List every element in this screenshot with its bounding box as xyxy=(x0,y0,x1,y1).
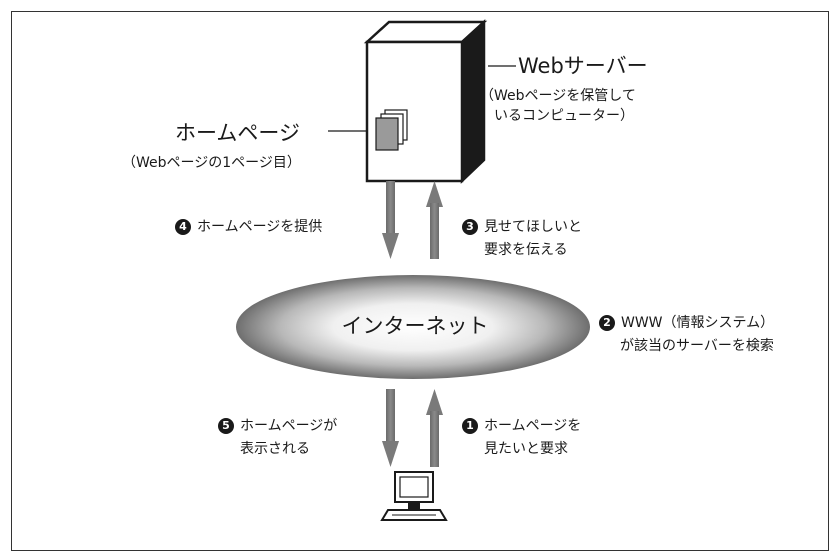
pages-icon xyxy=(375,109,408,151)
server-title: Webサーバー xyxy=(518,54,648,78)
homepage-desc: （Webページの1ページ目） xyxy=(122,155,301,171)
step-3-number: 3 xyxy=(462,219,478,235)
homepage-title: ホームページ xyxy=(175,121,300,145)
arrow-down-lower xyxy=(382,389,399,467)
internet-label: インターネット xyxy=(341,314,489,338)
arrow-up-upper xyxy=(426,181,443,259)
step-1-label: 1 ホームページを xyxy=(462,416,581,436)
diagram-art xyxy=(236,19,590,521)
arrow-down-upper xyxy=(382,181,399,259)
step-5-text-line2: 表示される xyxy=(240,441,310,457)
step-2-label: 2 WWW（情報システム） xyxy=(599,313,774,333)
server-desc-line1: （Webページを保管して xyxy=(480,88,636,104)
step-4-number: 4 xyxy=(175,219,191,235)
computer-icon xyxy=(380,471,448,521)
step-5-text-line1: ホームページが xyxy=(240,418,338,434)
step-4-label: 4 ホームページを提供 xyxy=(175,217,322,237)
step-3-label: 3 見せてほしいと xyxy=(462,217,582,237)
step-1-text-line2: 見たいと要求 xyxy=(484,441,568,457)
server-icon xyxy=(363,19,488,184)
step-3-text-line2: 要求を伝える xyxy=(484,242,568,258)
step-5-number: 5 xyxy=(218,418,234,434)
step-2-text-line1: WWW（情報システム） xyxy=(621,315,775,331)
step-3-text-line1: 見せてほしいと xyxy=(484,219,582,235)
server-desc-line2: いるコンピューター） xyxy=(494,108,634,124)
step-5-label: 5 ホームページが xyxy=(218,416,337,436)
internet-cloud xyxy=(236,275,590,379)
arrow-up-lower xyxy=(426,389,443,467)
step-4-text: ホームページを提供 xyxy=(197,219,323,235)
step-2-number: 2 xyxy=(599,315,615,331)
step-1-text-line1: ホームページを xyxy=(484,418,582,434)
step-2-text-line2: が該当のサーバーを検索 xyxy=(620,338,774,354)
step-1-number: 1 xyxy=(462,418,478,434)
